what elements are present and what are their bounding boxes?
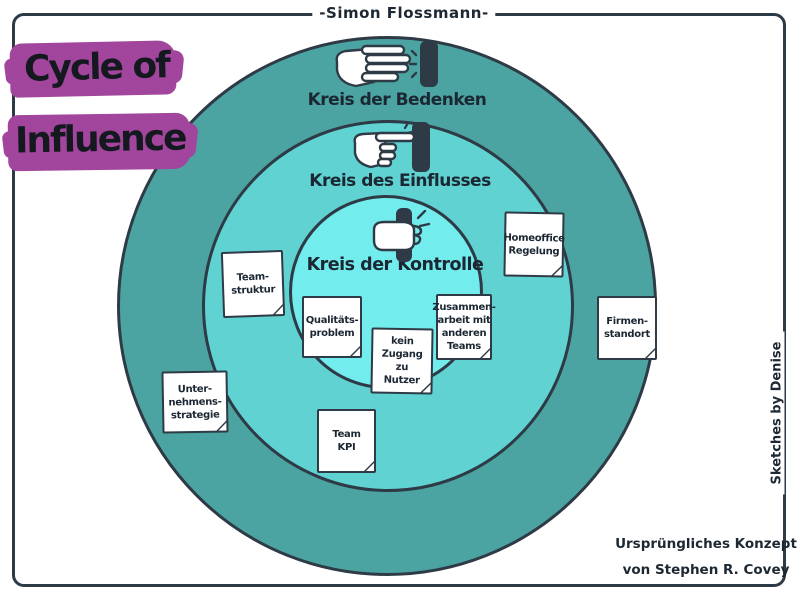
sketch-artist-credit: Sketches by Denise [769,331,785,495]
concept-credit-line2: von Stephen R. Covey [622,562,790,578]
concept-credit-line1: Ursprüngliches Konzept [615,536,797,552]
sticky-note-teamstruktur: Team- struktur [220,249,286,319]
page-title-line1: Cycle of [23,45,170,90]
open-hand-pushing-switch-icon [335,41,438,88]
concept-credit: Ursprüngliches Konzept von Stephen R. Co… [606,531,800,583]
sticky-note-firmenstandort: Firmen- standort [597,296,657,360]
sticky-note-team-kpi: Team KPI [317,409,376,473]
finger-touching-switch-icon [353,121,430,172]
sticky-note-qualitaetsproblem: Qualitäts- problem [302,296,362,358]
sticky-note-unternehmensstrategie: Unter- nehmens- strategie [161,370,229,434]
sticky-note-homeoffice: Homeoffice Regelung [503,211,565,278]
label-kreis-der-bedenken: Kreis der Bedenken [307,90,487,110]
hand-gripping-switch-icon [372,208,431,262]
label-kreis-des-einflusses: Kreis des Einflusses [309,171,491,191]
sticky-note-kein-zugang: kein Zugang zu Nutzer [370,327,434,395]
author-credit: -Simon Flossmann- [312,4,496,22]
page-title-line2: Influence [14,117,186,162]
sticky-note-zusammenarbeit: Zusammen- arbeit mit anderen Teams [432,294,496,360]
label-kreis-der-kontrolle: Kreis der Kontrolle [306,255,484,275]
